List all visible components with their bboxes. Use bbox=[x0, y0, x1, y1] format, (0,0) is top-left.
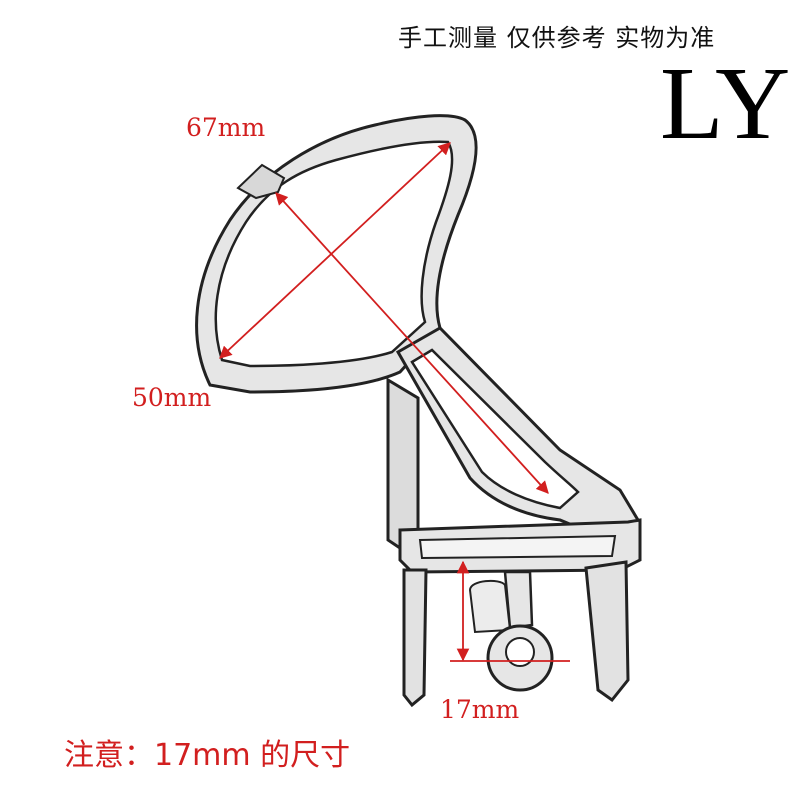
profile-right-leg bbox=[584, 560, 630, 703]
dimension-label-67mm: 67mm bbox=[186, 113, 266, 142]
dimension-line-50mm bbox=[219, 142, 451, 359]
profile-bead-inner bbox=[505, 637, 535, 667]
profile-base-inner bbox=[418, 534, 617, 560]
note-text: 注意：17mm 的尺寸 bbox=[64, 738, 351, 773]
profile-left-leg bbox=[402, 568, 428, 708]
disclaimer-text: 手工测量 仅供参考 实物为准 bbox=[398, 24, 716, 52]
profile-stem-side bbox=[468, 579, 512, 634]
profile-vertical-wall bbox=[386, 377, 420, 550]
dimension-label-17mm: 17mm bbox=[440, 695, 520, 724]
profile-arm-inner bbox=[410, 348, 580, 510]
dimension-label-50mm: 50mm bbox=[132, 383, 212, 412]
brand-logo: LY bbox=[660, 46, 793, 161]
